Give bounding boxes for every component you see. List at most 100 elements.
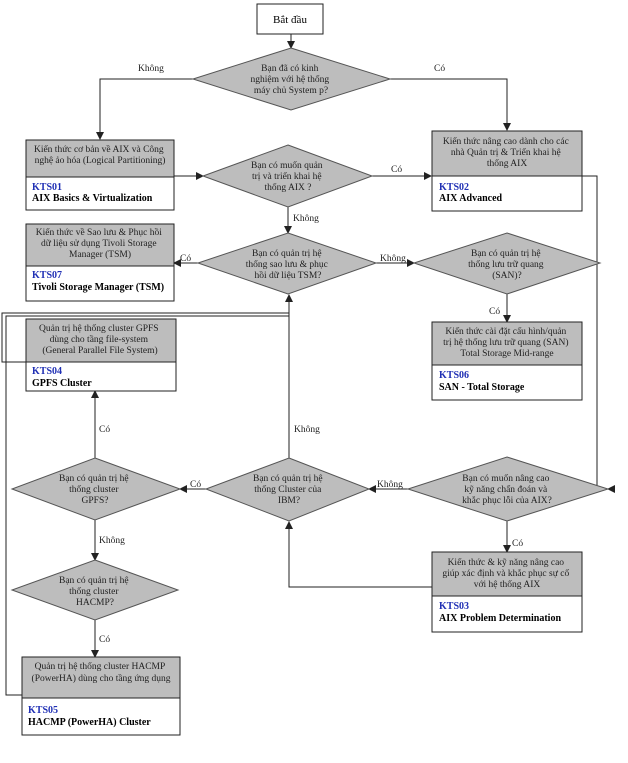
- course-code: KTS03: [439, 601, 469, 612]
- svg-text:Bạn có quản trị hệ thống: Bạn có quản trị hệ thống cluster HACMP?: [59, 576, 131, 608]
- decision-aix-troubleshooting: Bạn có muốn nâng cao kỹ năng chẩn đoán v…: [406, 456, 610, 522]
- course-desc-line: thống AIX: [487, 158, 528, 169]
- course-desc-line: Total Storage Mid-range: [460, 349, 553, 359]
- svg-text:Kiến thức & kỹ năng nâng cao: Kiến thức & kỹ năng nâng cao giúp xác đị…: [442, 557, 571, 590]
- course-desc-line: dùng cho tầng file-system: [50, 334, 149, 345]
- course-desc-line: nghệ ảo hóa (Logical Partitioning): [35, 155, 166, 166]
- edge-label-yes: Có: [99, 635, 110, 645]
- course-desc-line: với hệ thống AIX: [474, 579, 541, 590]
- svg-text:Bạn có muốn quản trị và: Bạn có muốn quản trị và triển khai hệ th…: [251, 160, 325, 193]
- course-kts07: Kiến thức về Sao lưu & Phục hồi dữ liệu …: [25, 223, 175, 302]
- edge-labels: Không Có Có Không Có Không Có Không Khôn…: [99, 64, 523, 645]
- decision-line: Bạn có quản trị hệ: [253, 474, 323, 484]
- decision-line: IBM?: [278, 496, 300, 506]
- course-desc-line: giúp xác định và khắc phục sự cố: [442, 568, 569, 579]
- decision-line: máy chủ System p?: [254, 86, 328, 96]
- course-code: KTS01: [32, 182, 62, 193]
- svg-text:Kiến thức nâng cao dành cho cá: Kiến thức nâng cao dành cho các nhà Quản…: [443, 136, 571, 169]
- course-code: KTS06: [439, 370, 469, 381]
- edge-label-yes: Có: [99, 425, 110, 435]
- course-desc-line: Kiến thức & kỹ năng nâng cao: [448, 557, 565, 568]
- course-desc-line: dữ liệu sử dụng Tivoli Storage: [41, 239, 157, 249]
- decision-line: thống sao lưu & phục: [246, 259, 328, 270]
- decision-ibm-cluster: Bạn có quản trị hệ thống Cluster của IBM…: [204, 457, 371, 522]
- decision-line: Bạn có muốn quản: [251, 160, 323, 171]
- course-kts04: Quản trị hệ thống cluster GPFS dùng cho …: [25, 318, 177, 392]
- course-desc-line: nhà Quản trị & Triển khai hệ: [451, 147, 561, 158]
- svg-text:Kiến thức cơ bản về AIX và Côn: Kiến thức cơ bản về AIX và Công nghệ ảo …: [34, 144, 166, 166]
- course-code: KTS04: [32, 366, 62, 377]
- course-kts03: Kiến thức & kỹ năng nâng cao giúp xác đị…: [431, 551, 583, 633]
- decision-line: khắc phục lỗi của AIX?: [462, 495, 552, 506]
- edge-label-no: Không: [293, 214, 319, 224]
- decision-line: (SAN)?: [492, 270, 522, 281]
- course-desc-line: Quản trị hệ thống cluster HACMP: [35, 661, 165, 672]
- decision-hacmp: Bạn có quản trị hệ thống cluster HACMP?: [10, 559, 180, 621]
- edge-label-yes: Có: [391, 165, 402, 175]
- decision-gpfs: Bạn có quản trị hệ thống cluster GPFS?: [10, 457, 182, 521]
- course-desc-line: trị hệ thống lưu trữ quang (SAN): [443, 337, 568, 348]
- decision-line: thống cluster: [69, 484, 119, 495]
- decision-line: thống Cluster của: [254, 484, 322, 495]
- course-desc-line: Quản trị hệ thống cluster GPFS: [39, 323, 159, 334]
- start-label: Bắt đầu: [273, 14, 307, 26]
- course-name: HACMP (PowerHA) Cluster: [28, 717, 151, 728]
- course-kts06: Kiến thức cài đặt cấu hình/quản trị hệ t…: [431, 321, 583, 401]
- edge-label-no: Không: [380, 254, 406, 264]
- course-name: AIX Basics & Virtualization: [32, 193, 153, 204]
- start-node: Bắt đầu: [256, 3, 324, 35]
- course-code: KTS05: [28, 705, 58, 716]
- svg-text:Bạn có muốn nâng cao kỹ: Bạn có muốn nâng cao kỹ năng chẩn đoán v…: [462, 473, 552, 506]
- course-name: SAN - Total Storage: [439, 382, 525, 393]
- decision-line: Bạn có muốn nâng cao: [462, 473, 549, 484]
- svg-text:Bạn đã có kinh nghiệm vớ: Bạn đã có kinh nghiệm với hệ thống máy c…: [250, 64, 331, 96]
- svg-text:Kiến thức về Sao lưu & Phục hồ: Kiến thức về Sao lưu & Phục hồi dữ liệu …: [36, 227, 165, 260]
- course-desc-line: Kiến thức về Sao lưu & Phục hồi: [36, 227, 162, 238]
- decision-line: hồi dữ liệu TSM?: [255, 270, 322, 281]
- course-desc-line: (General Parallel File System): [42, 345, 157, 356]
- decision-line: thống AIX ?: [265, 182, 312, 193]
- edge-label-yes: Có: [434, 64, 445, 74]
- edge-label-no: Không: [294, 425, 320, 435]
- course-code: KTS07: [32, 270, 62, 281]
- course-name: AIX Problem Determination: [439, 613, 561, 624]
- course-desc-line: Kiến thức cài đặt cấu hình/quản: [445, 326, 566, 337]
- decision-line: Bạn có quản trị hệ: [471, 249, 541, 259]
- decision-line: Bạn có quản trị hệ: [59, 474, 129, 484]
- course-code: KTS02: [439, 182, 469, 193]
- svg-text:Bạn có quản trị hệ thống: Bạn có quản trị hệ thống Cluster của IBM…: [253, 474, 325, 506]
- svg-text:Quản trị hệ thống cluster GPFS: Quản trị hệ thống cluster GPFS dùng cho …: [39, 323, 161, 356]
- svg-text:Bạn có quản trị hệ thống: Bạn có quản trị hệ thống sao lưu & phục …: [246, 249, 331, 281]
- edge-label-yes: Có: [190, 480, 201, 490]
- decision-line: nghiệm với hệ thống: [250, 74, 329, 85]
- course-kts01: Kiến thức cơ bản về AIX và Công nghệ ảo …: [25, 139, 175, 211]
- course-name: AIX Advanced: [439, 193, 503, 204]
- course-desc-line: Manager (TSM): [69, 249, 131, 260]
- course-kts02: Kiến thức nâng cao dành cho các nhà Quản…: [431, 130, 583, 212]
- decision-line: HACMP?: [76, 598, 114, 608]
- svg-text:Quản trị hệ thống cluster HACM: Quản trị hệ thống cluster HACMP (PowerHA…: [32, 661, 171, 684]
- svg-text:Bạn có quản trị hệ thống: Bạn có quản trị hệ thống cluster GPFS?: [59, 474, 131, 506]
- decision-system-p-experience: Bạn đã có kinh nghiệm với hệ thống máy c…: [191, 47, 392, 111]
- decision-manage-aix: Bạn có muốn quản trị và triển khai hệ th…: [201, 144, 374, 208]
- course-desc-line: Kiến thức nâng cao dành cho các: [443, 136, 569, 147]
- decision-line: thống lưu trữ quang: [468, 259, 544, 270]
- decision-san: Bạn có quản trị hệ thống lưu trữ quang (…: [412, 232, 602, 295]
- edge-label-yes: Có: [512, 539, 523, 549]
- decision-line: Bạn đã có kinh: [261, 64, 319, 74]
- svg-text:Kiến thức cài đặt cấu hình/quả: Kiến thức cài đặt cấu hình/quản trị hệ t…: [443, 326, 571, 359]
- course-name: GPFS Cluster: [32, 378, 92, 389]
- edge-label-no: Không: [99, 536, 125, 546]
- edge-label-yes: Có: [180, 254, 191, 264]
- course-name: Tivoli Storage Manager (TSM): [32, 282, 164, 293]
- course-desc-line: Kiến thức cơ bản về AIX và Công: [34, 144, 164, 155]
- svg-text:Bạn có quản trị hệ thống: Bạn có quản trị hệ thống lưu trữ quang (…: [468, 249, 546, 281]
- decision-line: thống cluster: [69, 586, 119, 597]
- course-desc-line: (PowerHA) dùng cho tầng ứng dụng: [32, 673, 171, 684]
- decision-line: Bạn có quản trị hệ: [252, 249, 322, 259]
- decision-line: Bạn có quản trị hệ: [59, 576, 129, 586]
- course-kts05: Quản trị hệ thống cluster HACMP (PowerHA…: [21, 656, 181, 736]
- edge-label-yes: Có: [489, 307, 500, 317]
- edge-label-no: Không: [377, 480, 403, 490]
